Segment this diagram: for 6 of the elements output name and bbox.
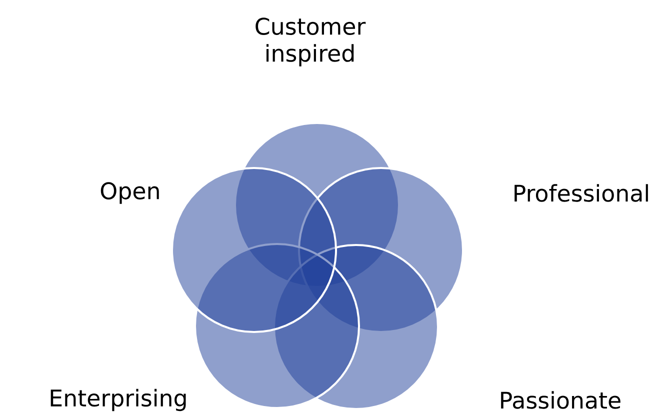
- circle: [171, 167, 337, 333]
- circle-label: Enterprising: [50, 388, 186, 412]
- circle-label: Customer inspired: [256, 18, 366, 66]
- circle-label: Passionate: [501, 391, 620, 409]
- circle-label: Professional: [514, 184, 648, 202]
- circle-label: Open: [100, 182, 159, 204]
